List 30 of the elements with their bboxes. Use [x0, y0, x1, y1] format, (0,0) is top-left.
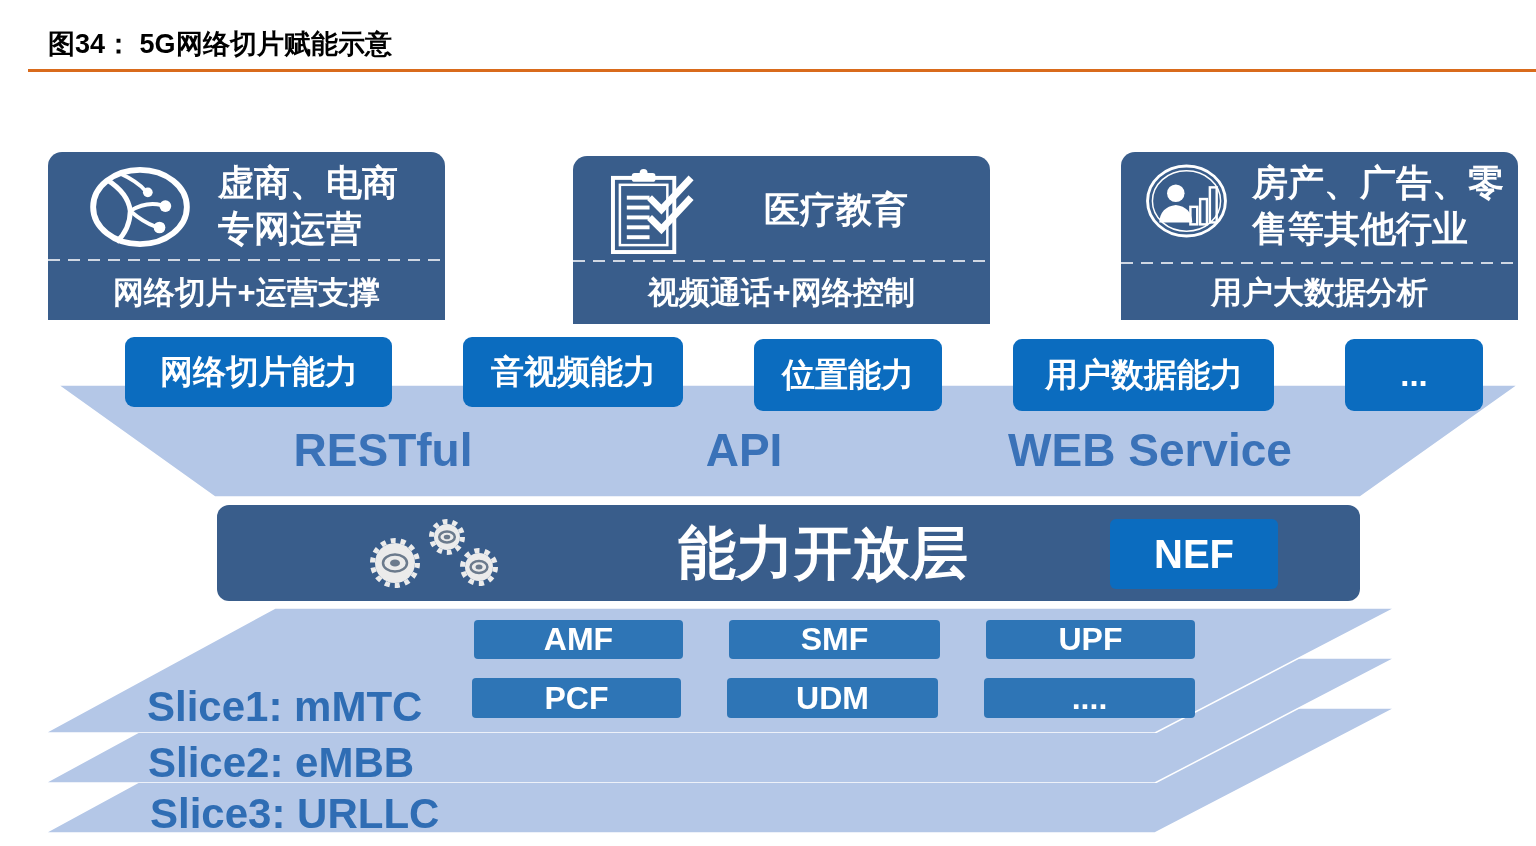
function-tile: PCF [472, 678, 681, 718]
capability-tile: 位置能力 [754, 339, 942, 411]
band-label: RESTful [293, 424, 473, 476]
slice-label: Slice2: eMBB [148, 741, 415, 785]
capability-tile: 音视频能力 [463, 337, 683, 407]
scenario-card [573, 156, 990, 324]
function-tile: SMF [729, 620, 940, 659]
function-tile: UPF [986, 620, 1195, 659]
card-subtitle: 用户大数据分析 [1211, 274, 1428, 312]
figure-title: 图34： 5G网络切片赋能示意 [48, 28, 392, 61]
card-heading: 房产、广告、零售等其他行业 [1252, 161, 1505, 251]
capability-tile: ... [1345, 339, 1483, 411]
function-tile: NEF [1110, 519, 1278, 589]
capability-tile: 网络切片能力 [125, 337, 392, 407]
capability-tile: 用户数据能力 [1013, 339, 1274, 411]
layer-title: 能力开放层 [678, 521, 968, 585]
band-label: WEB Service [1008, 424, 1292, 476]
slice-label: Slice3: URLLC [150, 792, 440, 836]
function-tile: UDM [727, 678, 938, 718]
card-subtitle: 网络切片+运营支撑 [113, 274, 380, 312]
scenario-card [1121, 152, 1518, 320]
exposure-layer-bar [217, 505, 1360, 601]
function-tile: .... [984, 678, 1195, 718]
scenario-card [48, 152, 445, 320]
card-subtitle: 视频通话+网络控制 [648, 274, 915, 312]
slice-label: Slice1: mMTC [147, 685, 423, 729]
card-heading: 虚商、电商专网运营 [218, 161, 399, 251]
card-heading: 医疗教育 [764, 188, 908, 232]
band-label: API [705, 424, 783, 476]
function-tile: AMF [474, 620, 683, 659]
